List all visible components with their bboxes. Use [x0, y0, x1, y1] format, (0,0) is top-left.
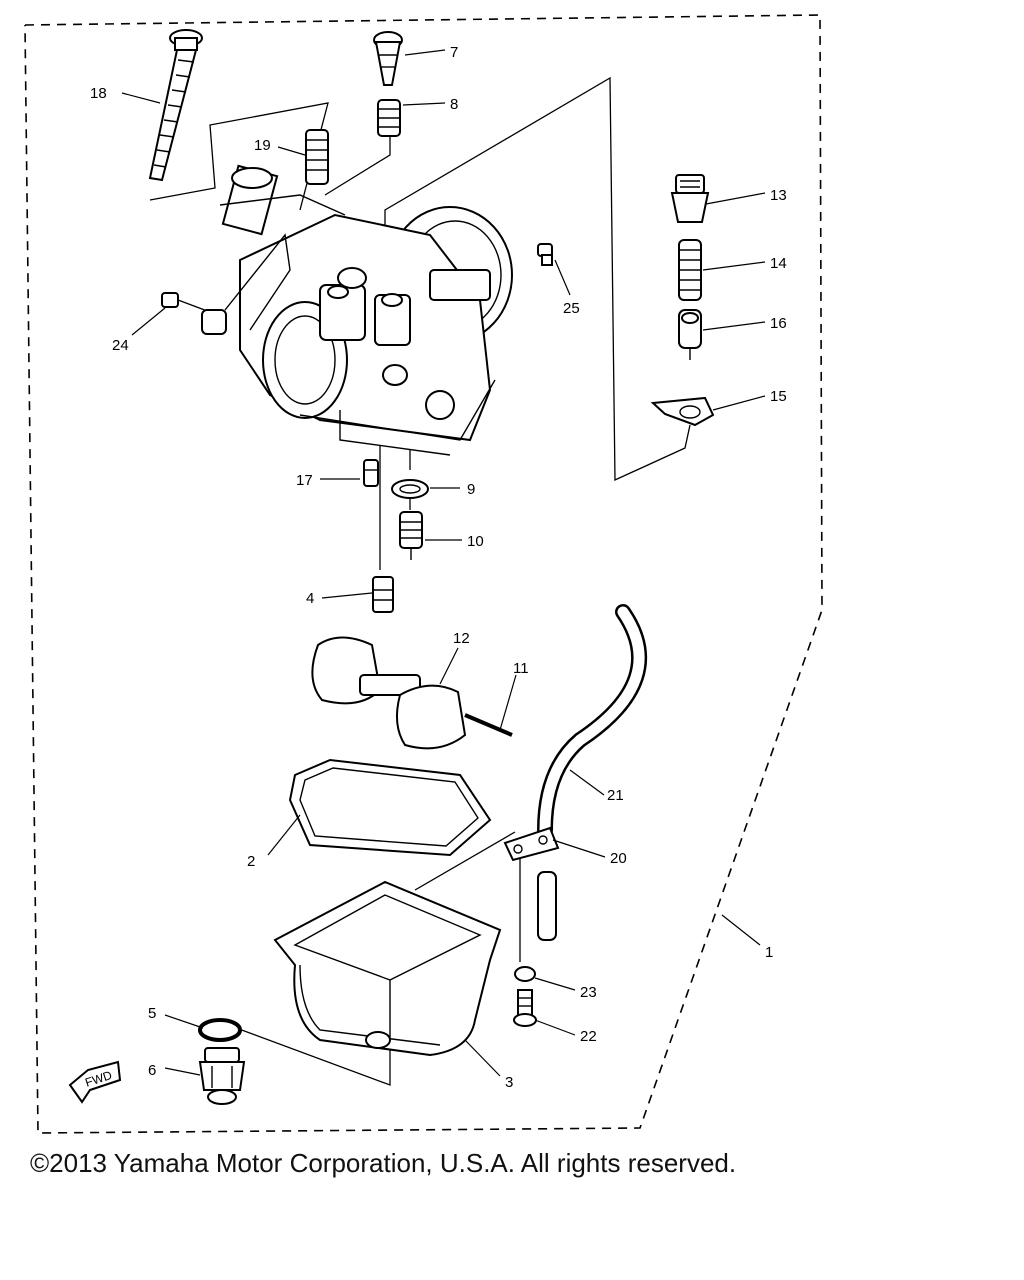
- callout-17: 17: [296, 472, 313, 489]
- callout-4: 4: [306, 590, 314, 607]
- callout-14: 14: [770, 255, 787, 272]
- callout-7: 7: [450, 44, 458, 61]
- part-22-screw: [513, 989, 537, 1027]
- callout-18: 18: [90, 85, 107, 102]
- part-4-main-jet: [372, 576, 394, 613]
- part-23-washer: [514, 966, 536, 982]
- part-3-float-bowl: [273, 880, 502, 1057]
- part-19-spring: [305, 129, 329, 185]
- callout-5: 5: [148, 1005, 156, 1022]
- tube: [537, 871, 557, 941]
- part-18-screw: [148, 29, 203, 182]
- callout-10: 10: [467, 533, 484, 550]
- callout-9: 9: [467, 481, 475, 498]
- callout-6: 6: [148, 1062, 156, 1079]
- callout-22: 22: [580, 1028, 597, 1045]
- callout-15: 15: [770, 388, 787, 405]
- callout-20: 20: [610, 850, 627, 867]
- callout-labels: 1 2 3 4 5 6 7 8 9 10 11 12 13 14 15 16 1…: [90, 44, 787, 1091]
- part-20-plate: [503, 826, 560, 862]
- part-7-screw: [373, 31, 403, 86]
- assembly-boundary: [24, 14, 823, 1134]
- callout-2: 2: [247, 853, 255, 870]
- callout-24: 24: [112, 337, 129, 354]
- callout-13: 13: [770, 187, 787, 204]
- part-6-drain-plug: [198, 1047, 246, 1105]
- part-5-o-ring: [198, 1018, 242, 1042]
- part-25-screw: [537, 243, 553, 266]
- callout-8: 8: [450, 96, 458, 113]
- callout-21: 21: [607, 787, 624, 804]
- part-14-spring: [678, 239, 702, 301]
- callout-3: 3: [505, 1074, 513, 1091]
- callout-25: 25: [563, 300, 580, 317]
- part-13-valve-seat: [670, 174, 710, 223]
- part-2-gasket: [288, 758, 492, 857]
- part-17-clip: [363, 459, 379, 487]
- part-12-float: [311, 636, 467, 750]
- part-11-pin: [464, 713, 513, 737]
- copyright-notice: ©2013 Yamaha Motor Corporation, U.S.A. A…: [30, 1148, 737, 1178]
- part-8-spring: [377, 99, 401, 137]
- part-15-gasket: [650, 396, 715, 427]
- carburetor-body: [219, 164, 513, 456]
- part-10-jet: [399, 511, 423, 560]
- exploded-parts-diagram: FWD 1 2 3 4 5 6 7 8: [24, 14, 823, 1134]
- part-24-screw: [161, 292, 227, 335]
- callout-16: 16: [770, 315, 787, 332]
- part-9-washer: [391, 479, 429, 499]
- part-21-hose: [537, 604, 648, 838]
- callout-11: 11: [513, 660, 529, 677]
- callout-23: 23: [580, 984, 597, 1001]
- callout-12: 12: [453, 630, 470, 647]
- callout-leaders: [121, 49, 766, 1077]
- part-16-needle-valve: [678, 309, 702, 360]
- callout-19: 19: [254, 137, 271, 154]
- callout-1: 1: [765, 944, 773, 961]
- fwd-arrow-icon: FWD: [68, 1060, 122, 1104]
